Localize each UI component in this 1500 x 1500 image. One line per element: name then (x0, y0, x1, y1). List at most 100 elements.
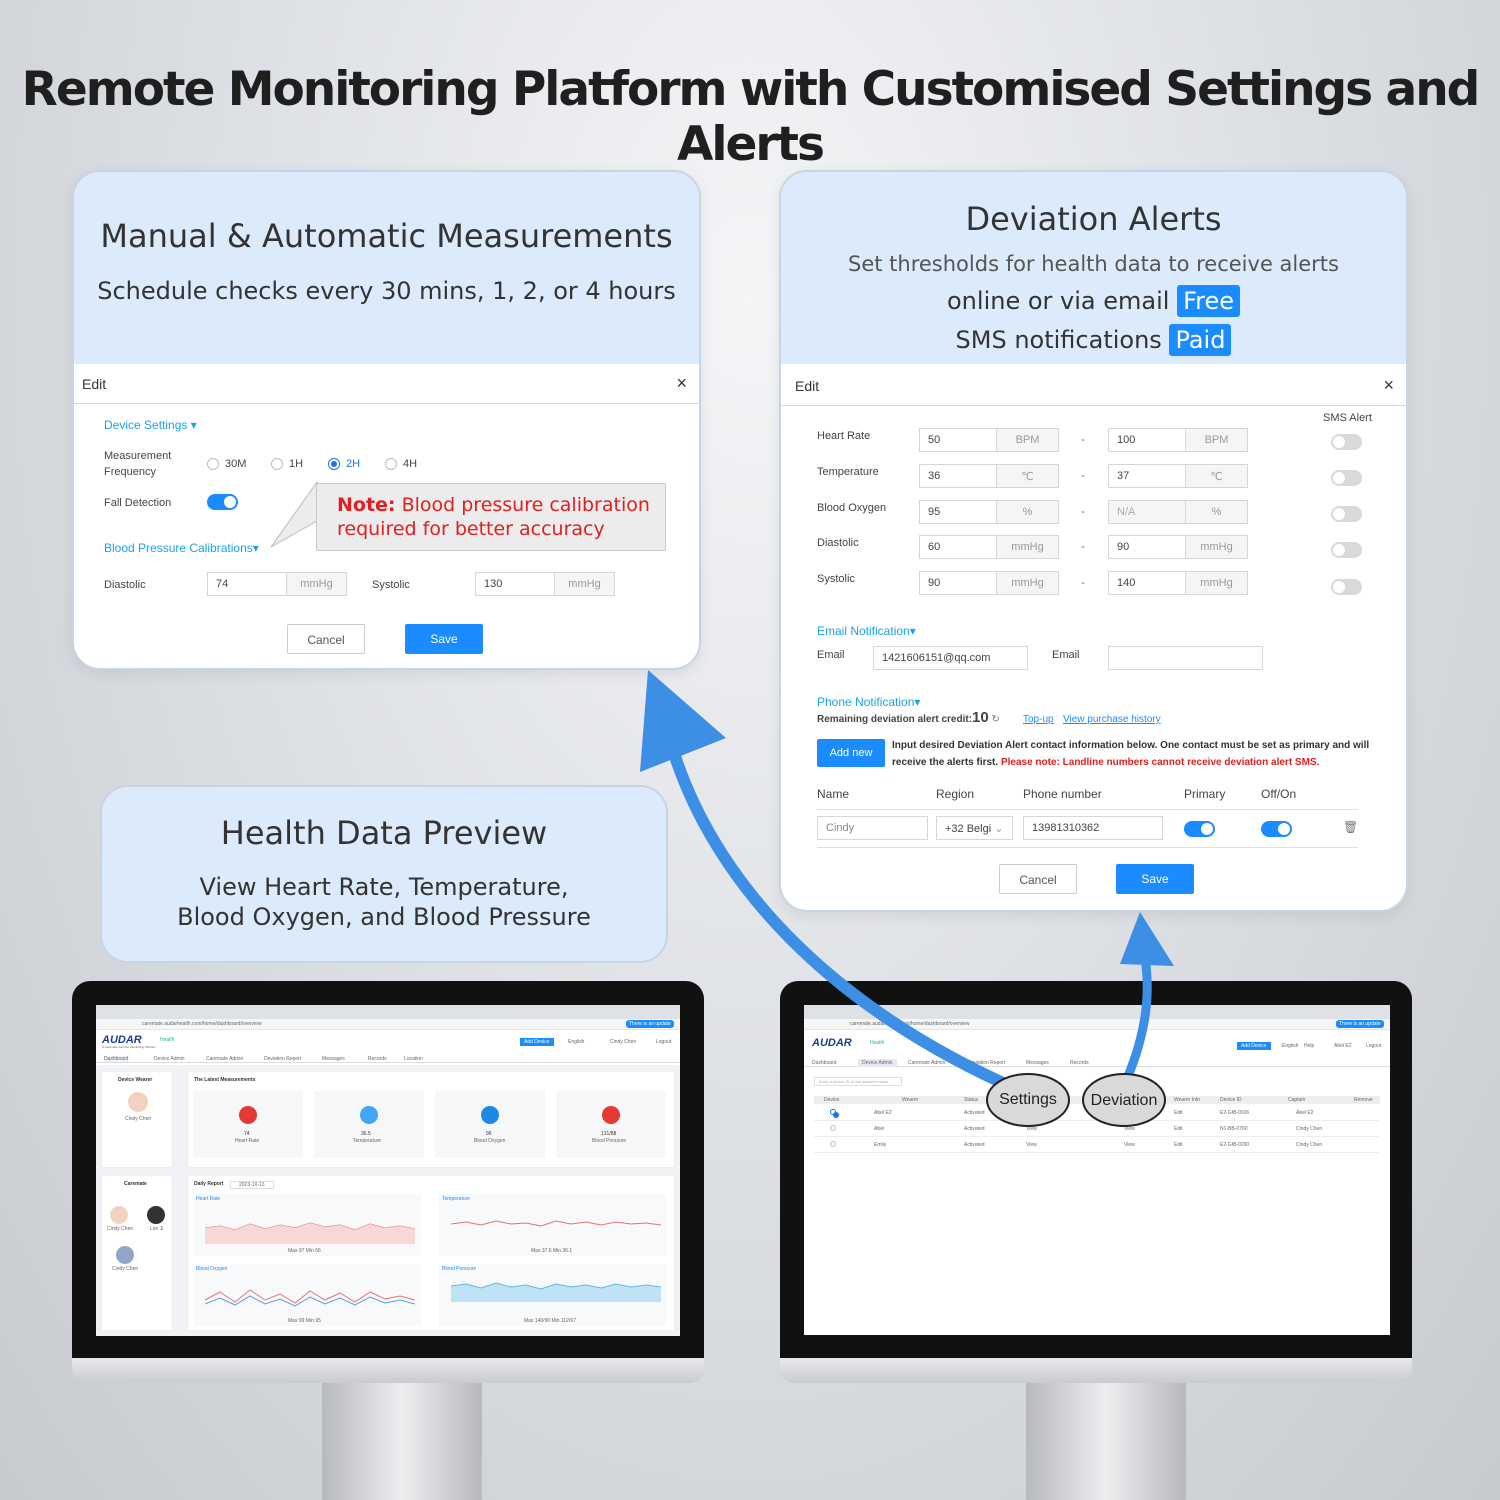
unit-label: BPM (996, 428, 1059, 452)
sms-alert-toggle[interactable] (1331, 542, 1362, 558)
url-text[interactable]: caremate.audarhealth.com/home/dashboard/… (850, 1021, 970, 1027)
help-link[interactable]: Help (1304, 1043, 1315, 1049)
save-button[interactable]: Save (405, 624, 483, 654)
frequency-radio-4h[interactable] (385, 458, 397, 470)
frequency-radio-2h[interactable] (328, 458, 340, 470)
nav-tab[interactable]: Caremate Admin (908, 1060, 946, 1066)
refresh-icon[interactable]: ↻ (991, 714, 1000, 725)
threshold-min-input[interactable]: 50 (919, 428, 997, 452)
row-view[interactable]: View (1124, 1142, 1135, 1148)
nav-tab[interactable]: Messages (322, 1056, 345, 1062)
purchase-history-link[interactable]: View purchase history (1063, 714, 1161, 725)
note-prefix: Note: (337, 494, 396, 516)
email-input-secondary[interactable] (1108, 646, 1263, 670)
logout-link[interactable]: Logout (1366, 1043, 1382, 1049)
chart-title: Blood Oxygen (196, 1266, 228, 1272)
row-view[interactable]: View (1026, 1126, 1037, 1132)
threshold-min-input[interactable]: 60 (919, 535, 997, 559)
nav-tab[interactable]: Location (404, 1056, 423, 1062)
panel-line: Blood Oxygen, and Blood Pressure (177, 903, 591, 931)
contact-name-input[interactable]: Cindy (817, 816, 928, 840)
deviation-bubble: Deviation (1082, 1073, 1166, 1127)
diastolic-input[interactable]: 74 (207, 572, 287, 596)
fall-detection-toggle[interactable] (207, 494, 238, 510)
email-input[interactable]: 1421606151@qq.com (873, 646, 1028, 670)
row-radio[interactable] (830, 1109, 839, 1118)
bp-calibrations-toggle[interactable]: Blood Pressure Calibrations▾ (104, 541, 259, 555)
threshold-max-input[interactable]: 90 (1108, 535, 1186, 559)
update-badge[interactable]: There is an update (626, 1020, 674, 1028)
nav-tab[interactable]: Records (1070, 1060, 1089, 1066)
report-date-picker[interactable]: 2023-10-13 (230, 1181, 274, 1189)
dashboard-screen: caremate.audarhealth.com/home/dashboard/… (96, 1005, 680, 1336)
url-text[interactable]: caremate.audarhealth.com/home/dashboard/… (142, 1021, 262, 1027)
sms-alert-toggle[interactable] (1331, 506, 1362, 522)
row-radio[interactable] (830, 1141, 836, 1147)
table-row[interactable]: Abel Activated View View Edit N1-BB-0760… (814, 1121, 1380, 1137)
threshold-min-input[interactable]: 95 (919, 500, 997, 524)
cancel-button[interactable]: Cancel (287, 624, 365, 654)
logout-link[interactable]: Logout (656, 1039, 672, 1045)
row-edit[interactable]: Edit (1174, 1126, 1183, 1132)
user-menu[interactable]: Cindy Chen (610, 1039, 637, 1045)
language-select[interactable]: English (1282, 1043, 1299, 1049)
threshold-min-input[interactable]: 90 (919, 571, 997, 595)
sms-alert-toggle[interactable] (1331, 434, 1362, 450)
nav-tab[interactable]: Dashboard (812, 1060, 837, 1066)
email-notification-toggle[interactable]: Email Notification▾ (817, 624, 916, 638)
close-icon[interactable]: × (1383, 375, 1394, 395)
save-button[interactable]: Save (1116, 864, 1194, 894)
nav-tab[interactable]: Records (368, 1056, 387, 1062)
primary-toggle[interactable] (1184, 821, 1215, 837)
nav-tab[interactable]: Deviation Report (264, 1056, 302, 1062)
device-admin-screen: caremate.audarhealth.com/home/dashboard/… (804, 1005, 1390, 1335)
add-device-button[interactable]: Add Device (1237, 1042, 1271, 1050)
monitor-chin (72, 1358, 704, 1383)
table-row[interactable]: Emily Activated View View Edit E2-GIB-02… (814, 1137, 1380, 1153)
phone-number-input[interactable]: 13981310362 (1023, 816, 1163, 840)
update-badge[interactable]: There is an update (1336, 1020, 1384, 1028)
topup-link[interactable]: Top-up (1023, 714, 1054, 725)
phone-notification-toggle[interactable]: Phone Notification▾ (817, 695, 921, 709)
threshold-max-input[interactable]: 37 (1108, 464, 1186, 488)
offon-toggle[interactable] (1261, 821, 1292, 837)
systolic-input[interactable]: 130 (475, 572, 555, 596)
region-select[interactable]: +32 Belgi ⌄ (936, 816, 1013, 840)
threshold-max-input[interactable]: 100 (1108, 428, 1186, 452)
nav-tab[interactable]: Device Admin (154, 1056, 185, 1062)
nav-tab[interactable]: Device Admin (858, 1059, 897, 1067)
card-title: Device Wearer (118, 1077, 153, 1083)
landline-warning: Please note: Landline numbers cannot rec… (1000, 757, 1320, 768)
range-dash: - (1081, 539, 1085, 553)
threshold-max-input[interactable]: N/A (1108, 500, 1186, 524)
nav-tab[interactable]: Messages (1026, 1060, 1049, 1066)
stat-card: 36.5 Temperature (314, 1091, 424, 1158)
row-radio[interactable] (830, 1125, 836, 1131)
frequency-radio-30m[interactable] (207, 458, 219, 470)
threshold-min-input[interactable]: 36 (919, 464, 997, 488)
search-input[interactable]: Enter a device ID or the wearer's name (814, 1077, 902, 1086)
row-edit[interactable]: Edit (1174, 1110, 1183, 1116)
sms-alert-toggle[interactable] (1331, 579, 1362, 595)
trash-icon[interactable]: 🗑 (1343, 820, 1359, 834)
user-menu[interactable]: Abel E2 (1334, 1043, 1352, 1049)
sms-alert-toggle[interactable] (1331, 470, 1362, 486)
add-new-button[interactable]: Add new (817, 739, 885, 767)
add-device-button[interactable]: Add Device (520, 1038, 554, 1046)
brand-sub: Health (870, 1040, 885, 1046)
device-settings-toggle[interactable]: Device Settings ▾ (104, 418, 197, 432)
mini-chart-blood-oxygen: Blood Oxygen Max 99 Min 95 (193, 1264, 421, 1326)
language-select[interactable]: English (568, 1039, 585, 1045)
cancel-button[interactable]: Cancel (999, 864, 1077, 894)
frequency-radio-1h[interactable] (271, 458, 283, 470)
nav-tab[interactable]: Deviation Report (968, 1060, 1006, 1066)
nav-tab[interactable]: Caremate Admin (206, 1056, 244, 1062)
row-view[interactable]: View (1026, 1142, 1037, 1148)
nav-tab[interactable]: Dashboard (104, 1056, 129, 1062)
row-view[interactable]: View (1124, 1126, 1135, 1132)
row-edit[interactable]: Edit (1174, 1142, 1183, 1148)
close-icon[interactable]: × (676, 373, 687, 393)
stat-card: 96 Blood Oxygen (435, 1091, 545, 1158)
latest-measurements-card: The Latest Measurements 74 Heart Rate 36… (187, 1071, 675, 1168)
